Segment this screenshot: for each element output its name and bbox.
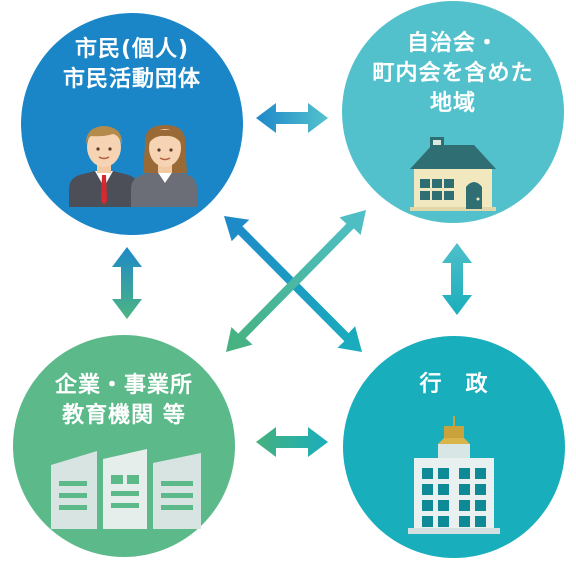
community-label-line3: 地域 <box>429 91 476 116</box>
arrow-business-government <box>256 427 328 457</box>
arrow-citizens-business <box>112 247 142 319</box>
community-circle: 自治会・ 町内会を含めた 地域 <box>342 1 564 223</box>
house-icon <box>410 137 496 211</box>
business-circle: 企業・事業所 教育機関 等 <box>13 335 235 557</box>
government-label: 行 政 <box>343 370 565 400</box>
business-label-line2: 教育機関 等 <box>62 403 186 428</box>
government-building-icon <box>408 416 500 534</box>
citizens-label-line1: 市民(個人) <box>74 37 190 62</box>
two-people-icon <box>69 125 197 207</box>
citizens-circle: 市民(個人) 市民活動団体 <box>21 13 243 235</box>
arrow-citizens-community <box>256 103 328 133</box>
business-label: 企業・事業所 教育機関 等 <box>13 371 235 431</box>
business-label-line1: 企業・事業所 <box>54 373 193 398</box>
community-label: 自治会・ 町内会を含めた 地域 <box>342 29 564 119</box>
government-circle: 行 政 <box>343 336 565 558</box>
citizens-label: 市民(個人) 市民活動団体 <box>21 35 243 95</box>
arrow-community-business <box>226 210 366 352</box>
government-label-line1: 行 政 <box>419 372 489 397</box>
community-label-line1: 自治会・ <box>406 31 499 56</box>
citizens-label-line2: 市民活動団体 <box>62 67 201 92</box>
office-buildings-icon <box>51 449 201 529</box>
arrow-community-government <box>442 243 472 315</box>
community-label-line2: 町内会を含めた <box>372 61 534 86</box>
